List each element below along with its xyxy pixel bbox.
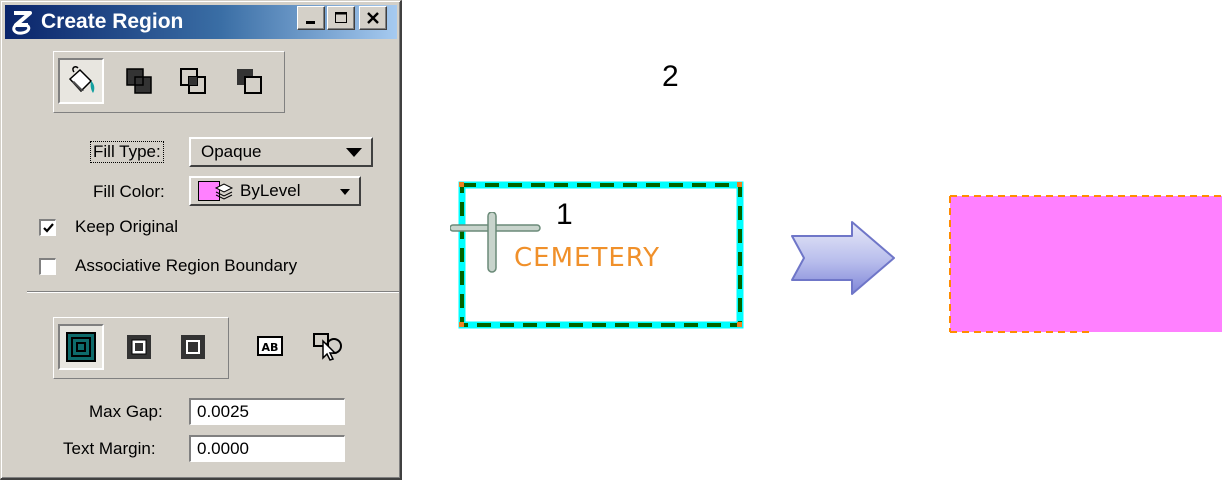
fill-type-label: Fill Type:: [90, 141, 164, 163]
method-toolbox: [53, 51, 285, 113]
step-1-label: 1: [556, 198, 573, 231]
result-arrow-icon: [791, 221, 895, 295]
max-gap-input[interactable]: 0.0025: [189, 398, 345, 425]
difference-method-button[interactable]: [226, 58, 272, 104]
svg-text:AB: AB: [262, 341, 279, 354]
fill-color-dropdown[interactable]: ByLevel: [189, 176, 361, 206]
union-icon: [126, 68, 152, 94]
square-frame-solid-icon: [181, 335, 205, 359]
square-frame-icon: [127, 335, 151, 359]
intersection-method-button[interactable]: [170, 58, 216, 104]
close-button[interactable]: [359, 6, 387, 30]
minimize-button[interactable]: [297, 6, 325, 30]
minimize-icon: [306, 21, 315, 24]
paint-bucket-icon: [68, 66, 95, 93]
boundary-outer-button[interactable]: [116, 324, 162, 370]
union-method-button[interactable]: [116, 58, 162, 104]
microstation-logo-icon: [5, 5, 39, 39]
source-element-outline: [458, 181, 744, 329]
cursor-select-icon: [313, 333, 342, 361]
text-margin-input[interactable]: 0.0000: [189, 435, 345, 462]
boundary-all-button[interactable]: [58, 324, 104, 370]
text-margin-label: Text Margin:: [63, 439, 156, 458]
text-ab-icon: AB: [257, 336, 283, 356]
fill-type-value: Opaque: [201, 142, 262, 161]
create-region-dialog: Create Region: [0, 0, 402, 480]
intersection-icon: [180, 68, 206, 94]
select-region-button[interactable]: [305, 323, 351, 369]
associative-boundary-label: Associative Region Boundary: [75, 256, 298, 275]
fill-type-dropdown[interactable]: Opaque: [189, 137, 373, 167]
fill-color-label: Fill Color:: [93, 182, 165, 201]
boundary-inner-button[interactable]: [170, 324, 216, 370]
crosshair-cursor-icon: [450, 212, 541, 273]
cemetery-text: CEMETERY: [514, 243, 661, 273]
dropdown-arrow-icon: [346, 148, 362, 157]
region-fill-result: [949, 195, 1222, 333]
fill-color-swatch: [198, 181, 220, 201]
dropdown-arrow-icon: [340, 189, 350, 195]
keep-original-checkbox[interactable]: [39, 219, 56, 236]
maximize-button[interactable]: [327, 6, 355, 30]
fill-color-value: ByLevel: [240, 181, 301, 200]
step-2-label: 2: [662, 60, 679, 93]
close-icon: [367, 12, 379, 24]
associative-boundary-checkbox[interactable]: [39, 258, 56, 275]
nested-squares-icon: [66, 332, 96, 362]
keep-original-label: Keep Original: [75, 217, 179, 236]
bylevel-layers-icon: [214, 183, 234, 200]
checkmark-icon: [42, 222, 54, 233]
boundary-toolbox: [53, 317, 229, 379]
flood-method-button[interactable]: [58, 58, 104, 104]
text-region-button[interactable]: AB: [247, 323, 293, 369]
divider: [27, 291, 399, 293]
dialog-title: Create Region: [41, 10, 184, 33]
maximize-icon: [335, 12, 347, 23]
max-gap-label: Max Gap:: [89, 402, 163, 421]
difference-icon: [237, 69, 262, 94]
